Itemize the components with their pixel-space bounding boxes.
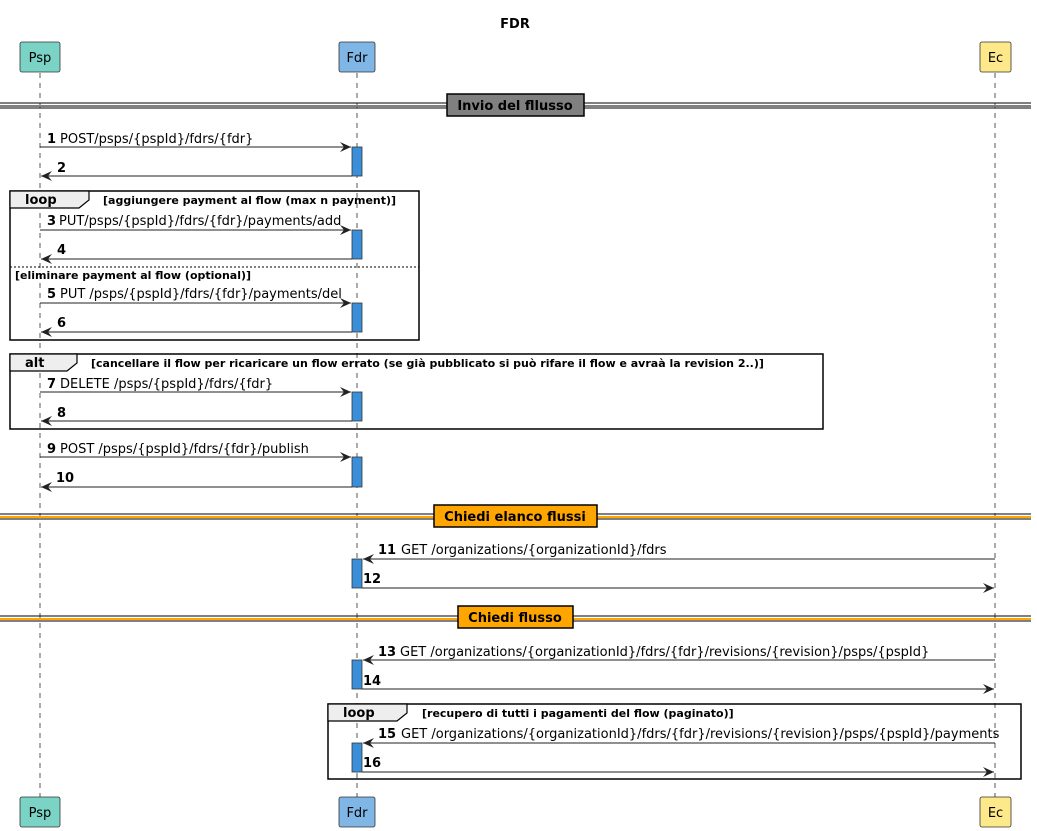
message-label: PUT/psps/{pspId}/fdrs/{fdr}/payments/add: [59, 214, 341, 229]
participant-fdr-top: Fdr: [338, 41, 376, 73]
message-number: 7: [47, 377, 56, 392]
message-number: 12: [363, 572, 381, 587]
activation-bar: [351, 742, 363, 773]
divider-label: Chiedi flusso: [468, 611, 562, 626]
message-number: 13: [378, 645, 396, 660]
message-4: 4: [41, 243, 352, 264]
message-8: 8: [41, 406, 352, 426]
activation-bar: [351, 391, 363, 422]
activation-bar: [351, 302, 363, 333]
message-5: 5 PUT /psps/{pspId}/fdrs/{fdr}/payments/…: [40, 287, 351, 308]
message-label: POST/psps/{pspId}/fdrs/{fdr}: [60, 132, 253, 147]
group-kind-label: loop: [25, 193, 57, 208]
divider-flusso: Chiedi flusso: [0, 605, 1031, 629]
activation-bar: [351, 456, 363, 488]
message-number: 1: [47, 132, 56, 147]
participant-fdr-bottom: Fdr: [338, 796, 376, 828]
diagram-title: FDR: [500, 17, 530, 32]
activation-bar: [351, 558, 363, 589]
participant-label: Fdr: [346, 806, 368, 821]
participant-ec-bottom: Ec: [979, 796, 1012, 828]
message-label: PUT /psps/{pspId}/fdrs/{fdr}/payments/de…: [60, 287, 342, 302]
divider-label: Chiedi elanco flussi: [444, 510, 586, 525]
group-condition: [recupero di tutti i pagamenti del flow …: [422, 707, 734, 720]
divider-invio: Invio del fllusso: [0, 93, 1031, 117]
divider-elenco: Chiedi elanco flussi: [0, 504, 1031, 528]
message-label: DELETE /psps/{pspId}/fdrs/{fdr}: [60, 377, 273, 392]
group-kind-label: alt: [25, 356, 44, 371]
group-loop-add-del: loop [aggiungere payment al flow (max n …: [9, 190, 420, 341]
message-16: 16: [362, 756, 994, 777]
message-number: 4: [57, 243, 66, 258]
message-11: 11 GET /organizations/{organizationId}/f…: [363, 543, 995, 564]
message-number: 15: [378, 727, 396, 742]
message-12: 12: [362, 572, 994, 593]
message-1: 1 POST/psps/{pspId}/fdrs/{fdr}: [40, 132, 351, 152]
message-6: 6: [41, 316, 352, 337]
message-label: GET /organizations/{organizationId}/fdrs…: [401, 727, 1000, 742]
message-15: 15 GET /organizations/{organizationId}/f…: [363, 727, 1000, 748]
participant-label: Ec: [988, 51, 1003, 66]
message-9: 9 POST /psps/{pspId}/fdrs/{fdr}/publish: [40, 442, 351, 462]
activation-bar: [351, 146, 363, 177]
participant-psp-top: Psp: [19, 41, 61, 73]
message-7: 7 DELETE /psps/{pspId}/fdrs/{fdr}: [40, 377, 351, 397]
activation-bar: [351, 659, 363, 690]
group-condition: [cancellare il flow per ricaricare un fl…: [91, 357, 764, 370]
message-number: 8: [57, 406, 66, 421]
message-3: 3 PUT/psps/{pspId}/fdrs/{fdr}/payments/a…: [40, 214, 351, 235]
message-14: 14: [362, 674, 994, 694]
group-kind-label: loop: [343, 706, 375, 721]
message-number: 16: [363, 756, 381, 771]
divider-label: Invio del fllusso: [457, 99, 572, 114]
message-10: 10: [41, 471, 352, 492]
message-number: 6: [57, 316, 66, 331]
message-label: GET /organizations/{organizationId}/fdrs: [401, 543, 667, 558]
message-number: 10: [56, 471, 74, 486]
participant-label: Psp: [29, 806, 52, 821]
message-2: 2: [41, 161, 352, 181]
message-number: 3: [47, 214, 56, 229]
group-loop-payments: loop [recupero di tutti i pagamenti del …: [327, 703, 1022, 780]
group-else-condition: [eliminare payment al flow (optional)]: [15, 269, 251, 282]
message-label: GET /organizations/{organizationId}/fdrs…: [400, 645, 929, 660]
message-label: POST /psps/{pspId}/fdrs/{fdr}/publish: [60, 442, 309, 457]
activation-bar: [351, 229, 363, 260]
message-number: 14: [363, 674, 381, 689]
message-13: 13 GET /organizations/{organizationId}/f…: [363, 645, 995, 665]
message-number: 9: [47, 442, 56, 457]
participant-label: Psp: [29, 51, 52, 66]
activation-bars: [351, 146, 363, 773]
participant-label: Ec: [988, 806, 1003, 821]
participant-psp-bottom: Psp: [19, 796, 61, 828]
message-number: 11: [378, 543, 396, 558]
message-number: 5: [47, 287, 56, 302]
group-alt-delete: alt [cancellare il flow per ricaricare u…: [9, 353, 824, 430]
group-condition: [aggiungere payment al flow (max n payme…: [103, 194, 396, 207]
participant-label: Fdr: [346, 51, 368, 66]
message-number: 2: [57, 161, 66, 176]
participant-ec-top: Ec: [979, 41, 1012, 73]
